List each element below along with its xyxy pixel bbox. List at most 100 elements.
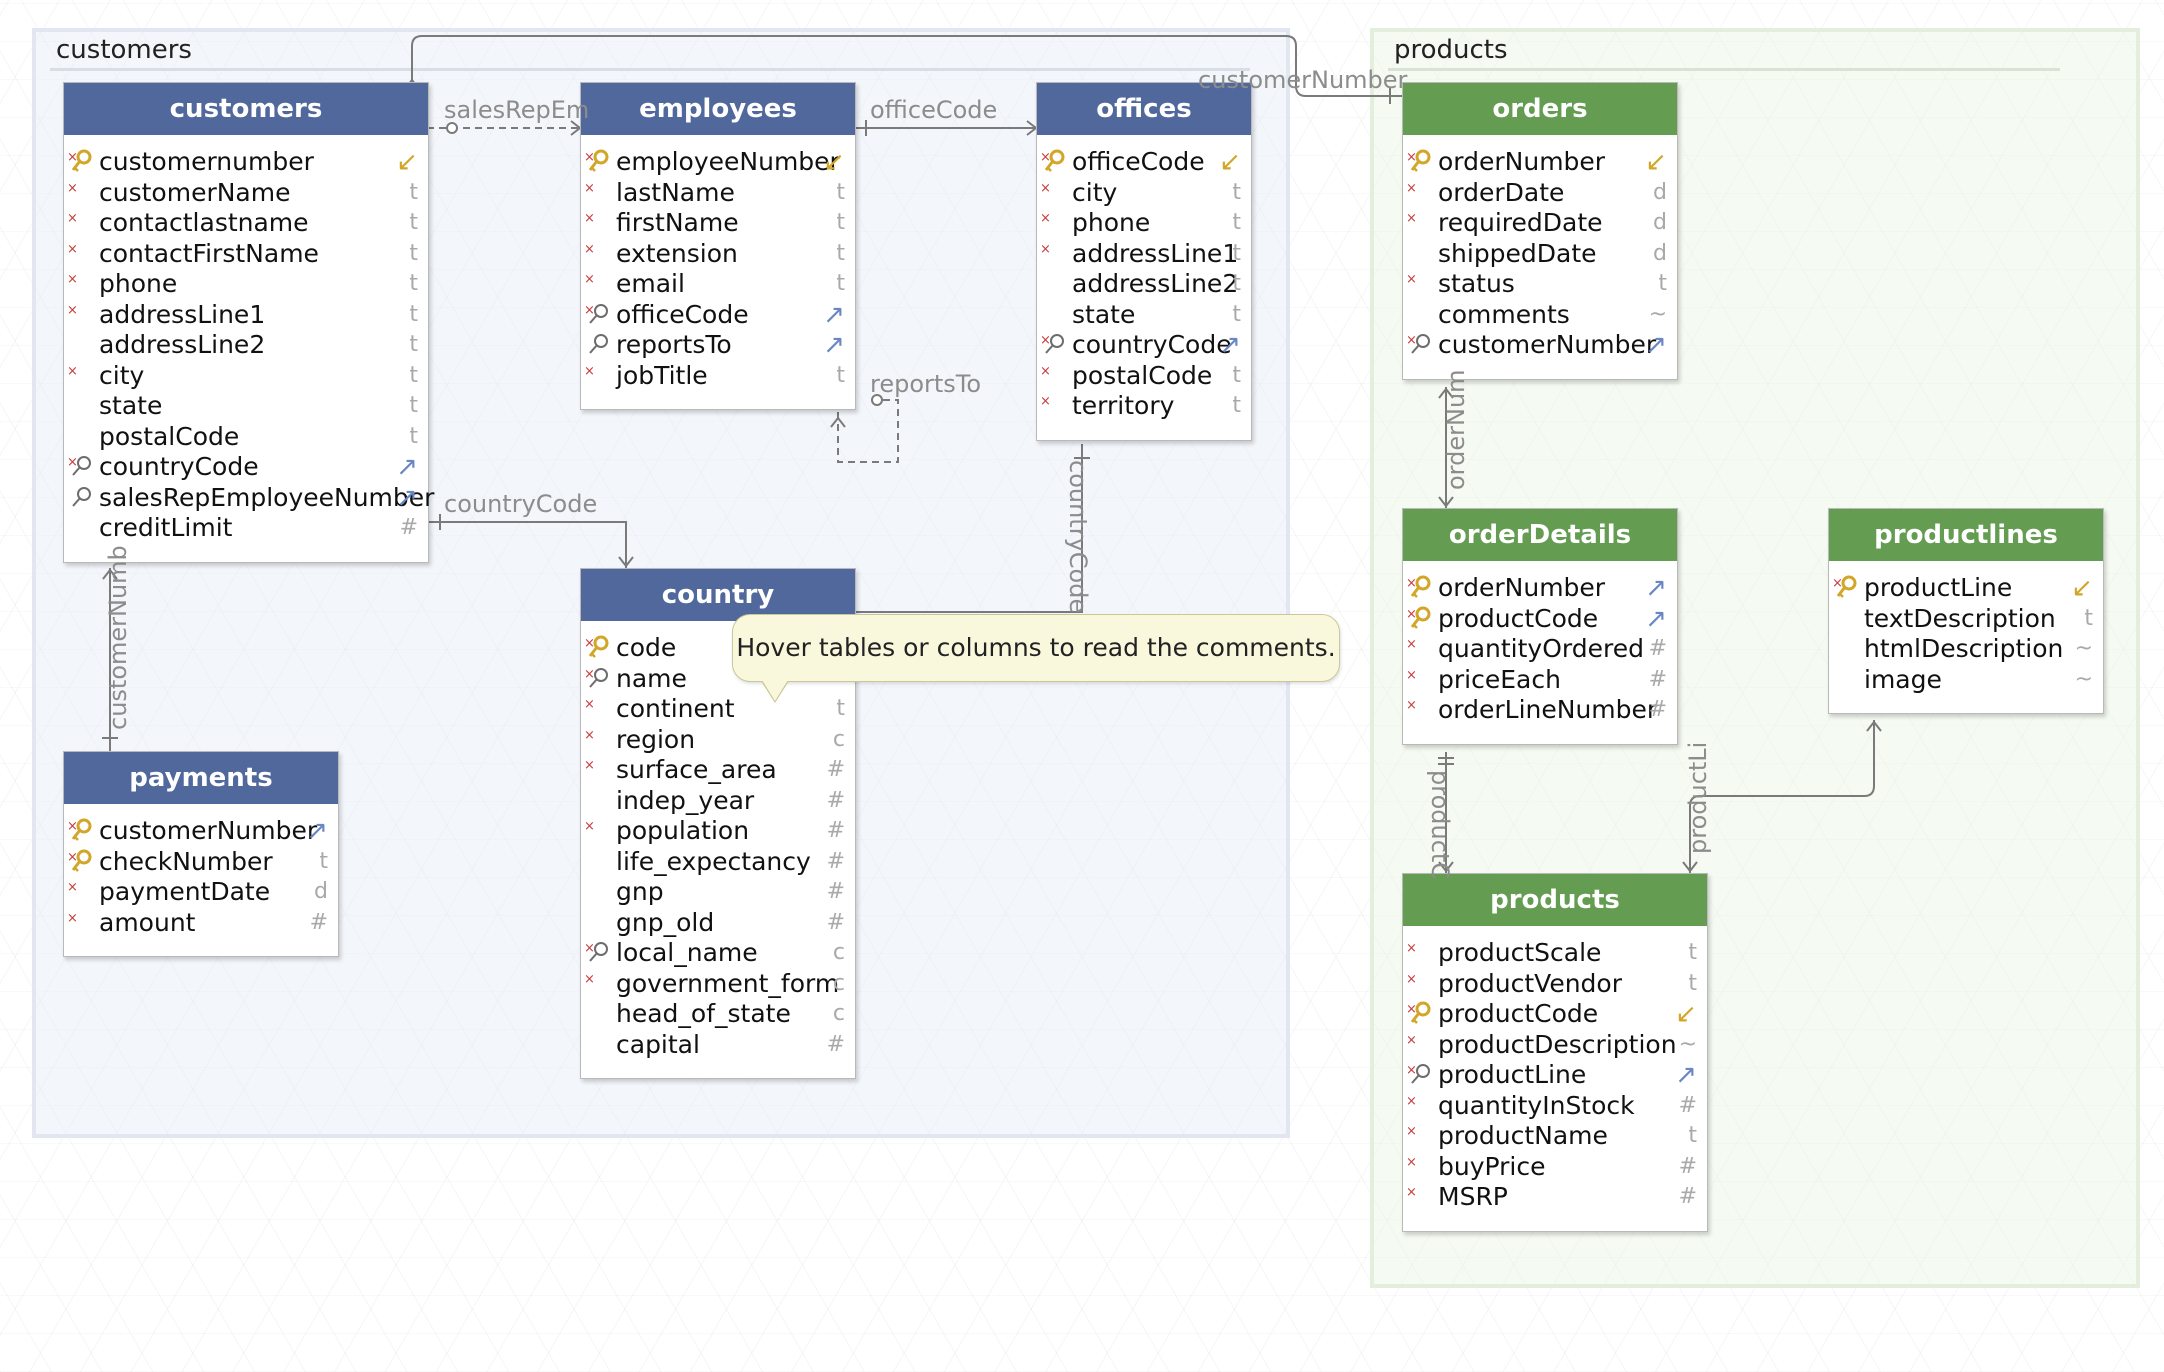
rel-officecode-label[interactable]: officeCode	[870, 96, 998, 124]
column-orderNumber[interactable]: ×orderNumber↙	[1403, 147, 1677, 178]
arrow-head-icon[interactable]	[1438, 861, 1454, 873]
products-group-label[interactable]: products	[1394, 35, 1508, 65]
arrow-head-icon[interactable]	[618, 556, 634, 568]
column-reportsTo[interactable]: reportsTo↗	[581, 330, 855, 361]
column-customernumber[interactable]: ×customernumber↙	[64, 147, 428, 178]
table-header-payments[interactable]: payments	[64, 752, 338, 804]
column-indep_year[interactable]: indep_year#	[581, 786, 855, 817]
column-priceEach[interactable]: ×priceEach#	[1403, 665, 1677, 696]
arrow-head-icon[interactable]	[830, 416, 846, 428]
column-code[interactable]: ×code	[581, 633, 855, 664]
rel-countrycode-offices-label[interactable]: countryCode	[1064, 460, 1092, 614]
column-customerNumber[interactable]: ×customerNumber↗	[1403, 330, 1677, 361]
rel-customernumber-orders-label[interactable]: customerNumber	[1198, 66, 1408, 94]
arrow-head-icon[interactable]	[102, 568, 118, 580]
column-gnp[interactable]: gnp#	[581, 877, 855, 908]
rel-customernumber-payments-label[interactable]: customerNumb	[104, 545, 132, 730]
rel-productline-label[interactable]: productLi	[1684, 741, 1712, 854]
column-productCode[interactable]: ×productCode↙	[1403, 999, 1707, 1030]
column-countryCode[interactable]: ×countryCode↗	[1037, 330, 1251, 361]
column-productLine[interactable]: ×productLine↗	[1403, 1060, 1707, 1091]
column-creditLimit[interactable]: creditLimit#	[64, 513, 428, 544]
column-population[interactable]: ×population#	[581, 816, 855, 847]
table-orderDetails[interactable]: orderDetails×orderNumber↗×productCode↗×q…	[1402, 508, 1678, 745]
column-buyPrice[interactable]: ×buyPrice#	[1403, 1152, 1707, 1183]
column-quantityOrdered[interactable]: ×quantityOrdered#	[1403, 634, 1677, 665]
relation-line-reportsto[interactable]	[837, 399, 899, 463]
column-salesRepEmployeeNumber[interactable]: salesRepEmployeeNumber↗	[64, 483, 434, 514]
relation-line-countrycode-customers[interactable]	[427, 521, 627, 568]
column-officeCode[interactable]: ×officeCode↗	[581, 300, 855, 331]
relation-line-customernumber-orders[interactable]	[411, 35, 1402, 97]
table-header-customers[interactable]: customers	[64, 83, 428, 135]
rel-salesrep-label[interactable]: salesRepEm	[444, 96, 590, 124]
column-capital[interactable]: capital#	[581, 1030, 855, 1061]
column-comments[interactable]: comments~	[1403, 300, 1677, 331]
column-amount[interactable]: ×amount#	[64, 908, 338, 939]
column-productDescription[interactable]: ×productDescription~	[1403, 1030, 1707, 1061]
rel-ordernumber-label[interactable]: orderNum	[1442, 369, 1470, 490]
table-header-offices[interactable]: offices	[1037, 83, 1251, 135]
arrow-head-icon[interactable]	[1438, 496, 1454, 508]
rel-countrycode-customers-label[interactable]: countryCode	[444, 490, 598, 518]
column-productCode[interactable]: ×productCode↗	[1403, 604, 1677, 635]
column-countryCode[interactable]: ×countryCode↗	[64, 452, 428, 483]
column-employeeNumber[interactable]: ×employeeNumber↙	[581, 147, 855, 178]
column-name[interactable]: ×name	[581, 664, 855, 695]
relation-line-countrycode-offices[interactable]	[854, 444, 1083, 613]
table-header-orders[interactable]: orders	[1403, 83, 1677, 135]
column-orderNumber[interactable]: ×orderNumber↗	[1403, 573, 1677, 604]
column-life_expectancy[interactable]: life_expectancy#	[581, 847, 855, 878]
table-header-productlines[interactable]: productlines	[1829, 509, 2103, 561]
table-productlines[interactable]: productlines ×productLine↙textDescription…	[1828, 508, 2104, 714]
column-MSRP[interactable]: ×MSRP#	[1403, 1182, 1707, 1213]
column-surface_area[interactable]: ×surface_area#	[581, 755, 855, 786]
column-orderLineNumber[interactable]: ×orderLineNumber#	[1403, 695, 1677, 726]
rel-reportsto-label[interactable]: reportsTo	[870, 370, 982, 398]
column-customerNumber[interactable]: ×customerNumber↗	[64, 816, 338, 847]
customers-group-label[interactable]: customers	[56, 35, 192, 65]
column-productLine[interactable]: ×productLine↙	[1829, 573, 2103, 604]
table-header-country[interactable]: country	[581, 569, 855, 621]
column-officeCode[interactable]: ×officeCode↙	[1037, 147, 1251, 178]
table-header-products[interactable]: products	[1403, 874, 1707, 926]
